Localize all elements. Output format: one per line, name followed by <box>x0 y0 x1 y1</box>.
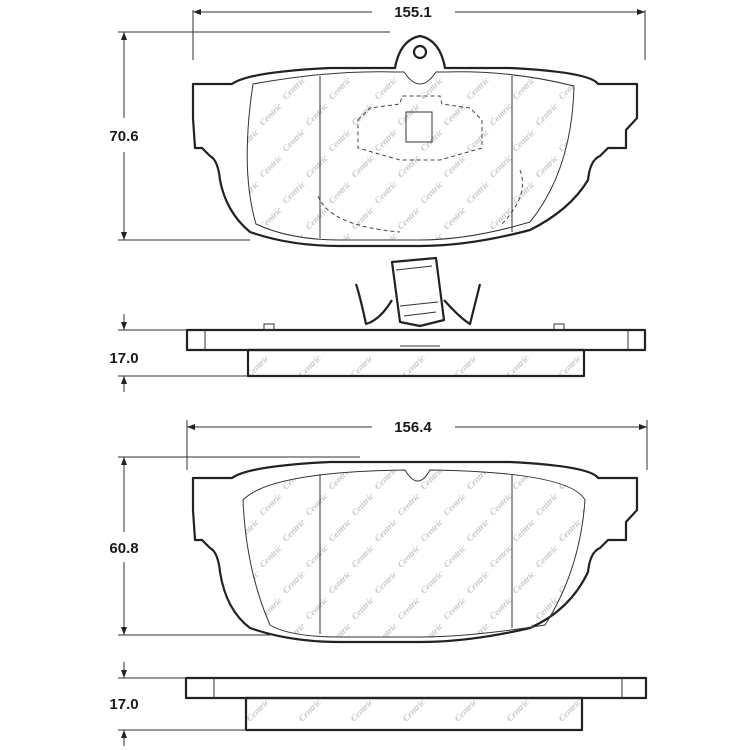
top-thickness-label: 17.0 <box>109 350 138 367</box>
top-clip-tab <box>405 111 433 143</box>
watermark-text: Centric <box>579 205 606 232</box>
top-side-backing-plate <box>185 328 647 352</box>
bottom-height-label: 60.8 <box>109 540 138 557</box>
watermark-text: Centric <box>244 697 271 724</box>
watermark-text: Centric <box>556 621 583 648</box>
watermark-text: Centric <box>452 697 479 724</box>
top-height-label: 70.6 <box>109 128 138 145</box>
bottom-width-label: 156.4 <box>394 419 432 436</box>
bottom-friction-face <box>242 469 586 638</box>
top-side-friction-block <box>246 348 586 378</box>
bottom-side-friction-block <box>244 696 584 732</box>
watermark-text: Centric <box>579 595 606 622</box>
bottom-backing-plate <box>191 460 639 644</box>
watermark-text: Centric <box>556 697 583 724</box>
bottom-thickness-dimension: 17.0 <box>109 662 246 746</box>
top-hidden-edge-left <box>317 195 401 233</box>
bottom-side-backing-plate <box>184 676 648 700</box>
top-height-dimension: 70.6 <box>109 31 390 241</box>
watermark-text: Centric <box>400 697 427 724</box>
top-spring-clip <box>390 256 446 328</box>
bottom-thickness-label: 17.0 <box>109 696 138 713</box>
top-width-label: 155.1 <box>394 4 432 21</box>
top-mount-hole <box>412 44 428 60</box>
top-width-dimension: 155.1 <box>192 4 646 60</box>
watermark-text: Centric <box>582 727 609 750</box>
top-thickness-dimension: 17.0 <box>109 314 248 392</box>
watermark-text: Centric <box>296 697 323 724</box>
bottom-height-dimension: 60.8 <box>109 456 360 636</box>
top-backing-plate <box>191 34 639 248</box>
top-friction-face <box>246 71 575 241</box>
watermark-text: Centric <box>504 697 531 724</box>
watermark-text: Centric <box>556 231 583 258</box>
watermark-text: Centric <box>348 697 375 724</box>
bottom-width-dimension: 156.4 <box>186 419 648 470</box>
